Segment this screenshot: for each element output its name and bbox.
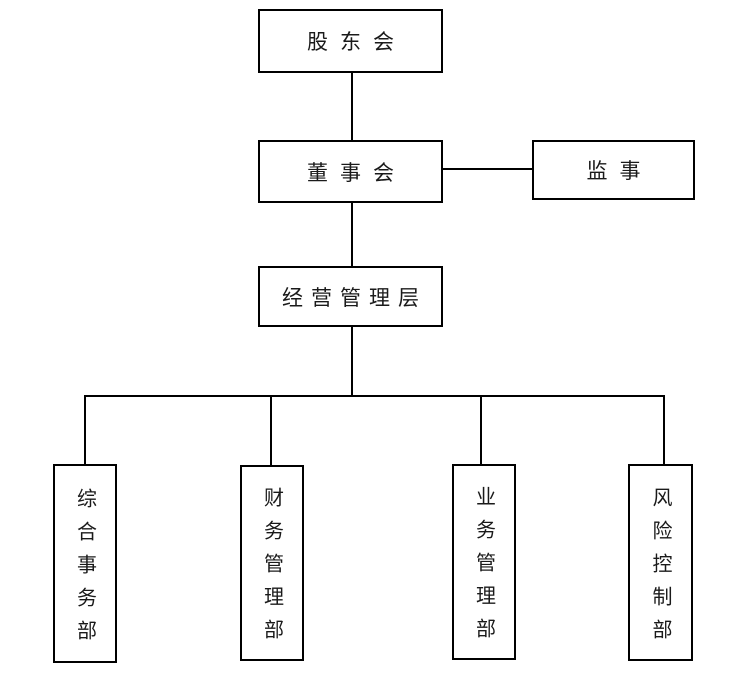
- node-dept-general-affairs: 综合事务部: [53, 464, 117, 663]
- node-supervisor: 监事: [532, 140, 695, 200]
- connector-management-stem: [351, 327, 353, 395]
- node-board: 董事会: [258, 140, 443, 203]
- node-shareholders: 股东会: [258, 9, 443, 73]
- connector-drop-dept-risk: [663, 395, 665, 464]
- connector-shareholders-board: [351, 73, 353, 140]
- connector-board-management: [351, 203, 353, 266]
- node-management: 经营管理层: [258, 266, 443, 327]
- connector-board-supervisor: [443, 168, 532, 170]
- connector-drop-dept-general: [84, 395, 86, 464]
- node-dept-business-management: 业务管理部: [452, 464, 516, 660]
- connector-drop-dept-business: [480, 395, 482, 464]
- connector-drop-dept-finance: [270, 395, 272, 465]
- connector-branch-line: [84, 395, 665, 397]
- node-dept-financial-management: 财务管理部: [240, 465, 304, 661]
- node-dept-risk-control: 风险控制部: [628, 464, 693, 661]
